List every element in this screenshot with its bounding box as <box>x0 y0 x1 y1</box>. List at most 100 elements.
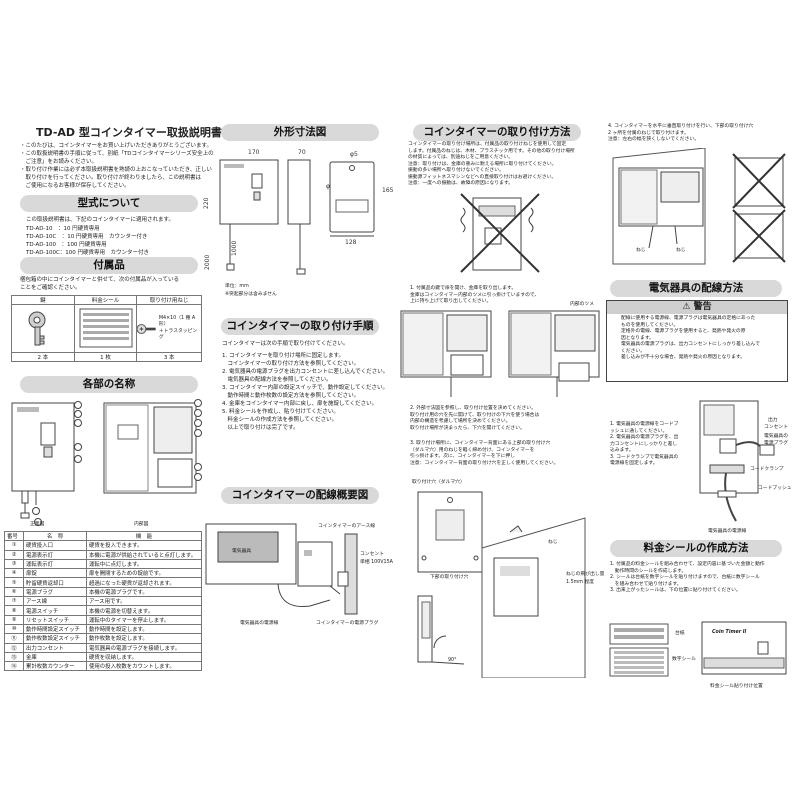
parts-row-function: 硬貨を収納します。 <box>86 651 202 663</box>
warning-box: ⚠ 警告 配線に使用する電源線、電源プラグは電気器具の定格にあったものを使用して… <box>606 300 788 382</box>
screw-gap-label-2: 1.5mm 程度 <box>566 580 595 585</box>
sticker-step-line: を組み合わせて貼り付けます。 <box>610 581 682 587</box>
electric-heading: 電気器具の配線方法 <box>610 280 782 297</box>
parts-row-name: 動作時間設定スイッチ <box>23 623 87 635</box>
mount-step-line: 2. 電気器具の電源プラグを出力コンセントに差し込んでください。 <box>222 369 389 375</box>
parts-col-function: 機 能 <box>86 530 202 542</box>
mounting-step3: 3. 取り付け場所に、コインタイマー背面にある上部の取り付け穴（ダルマ穴）用のね… <box>410 441 558 467</box>
acc-header-screw: 取り付け用ねじ <box>136 295 202 305</box>
parts-row-function: 動作枚数を設定します。 <box>86 633 202 644</box>
wiring-label-power-wire: 電気器具の電源線 <box>240 621 279 626</box>
elec-label-wire: 電気器具の電源線 <box>708 529 747 534</box>
intro-line: ・このたびは、コインタイマーをお買い上げいただきありがとうございます。 <box>20 143 212 149</box>
parts-row-function: 扉を開閉するための錠前です。 <box>86 568 202 579</box>
mounting-step3-line: （ダルマ穴）用のねじを軽く締め付け、コインタイマーを <box>410 447 535 453</box>
warning-line: 電気器具の電源プラグは、出力コンセントにしっかり差し込んで <box>621 342 760 347</box>
parts-row-name: 動作枚数設定スイッチ <box>23 633 87 644</box>
acc-header-key: 鍵 <box>11 295 75 305</box>
warning-line: 因となります。 <box>621 335 654 341</box>
intro-line: 取り付けを行ってください。取り付けが終わりましたら、この説明書は <box>20 175 202 181</box>
parts-row-number: ⑭ <box>4 661 24 672</box>
parts-row-function: 本機の電源プラグです。 <box>86 586 202 598</box>
intro-line: ・取り付け作業には必ず本取扱説明書を熟読の上おこなっていただき、正しい <box>20 167 212 173</box>
back-mount-illustration <box>417 491 586 678</box>
mounting-para-line: コインタイマーの取り付け場所は、付属品の取り付けねじを使用して固定 <box>408 142 567 147</box>
wiring-overview-diagram <box>205 523 358 615</box>
intro-line: ご注意」をお読みください。 <box>20 159 98 165</box>
sticker-steps: 1. 付属品の料金シールを組み合わせて、設定内容に基づいた金額と動作 動作時間の… <box>610 562 765 595</box>
mounting-step3-line: 引っ掛けます。次に、コインタイマーを下に押し <box>410 454 515 459</box>
keyhole-label: 取り付け穴（ダルマ穴） <box>412 480 465 485</box>
step4-line: 4. コインタイマーを水平に垂直取り付けを行い、下部の取り付け穴 <box>608 124 754 129</box>
mount-step-line: 1. コインタイマーを取り付け場所に固定します。 <box>222 353 344 359</box>
accessories-lead2: ことをご確認ください。 <box>20 285 81 291</box>
mount-steps-list: 1. コインタイマーを取り付け場所に固定します。 コインタイマーの取り付け方法を… <box>222 352 388 432</box>
mounting-para-line: します。付属品のねじは、木材、プラスチック用です。その他の取り付け場所 <box>408 148 575 154</box>
mount-step-line: 以上で取り付けは完了です。 <box>222 425 299 431</box>
mounting-step1: 1. 付属品の鍵で扉を開け、金庫を取り出します。金庫はコインタイマー内部のツメに… <box>410 286 539 306</box>
mounting-step3-line: 3. 取り付け場所に、コインタイマー背面にある上部の取り付け穴 <box>410 441 551 446</box>
parts-diagram <box>11 399 202 526</box>
step4-line: 2 ヶ所を付属のねじで取り付けます。 <box>608 130 689 136</box>
parts-row-function: 硬貨を投入できます。 <box>86 540 202 551</box>
price-sticker-icon <box>79 308 133 347</box>
model-line: TD-AD-100C：100 円硬貨専用 カウンター付き <box>26 250 150 256</box>
electric-wiring-illustration <box>699 400 775 522</box>
step4-screw-right: ねじ <box>676 248 686 253</box>
dim-2000: 2000 <box>204 255 211 270</box>
mount-step-line: コインタイマーの取り付け方法を参照してください。 <box>222 361 360 367</box>
screw-icon <box>137 323 157 334</box>
mount-step-line: 料金シールの作成方法を参照してください。 <box>222 417 338 423</box>
mounting-step2-line: 内部の構造を考慮して場所を決めてください。 <box>410 419 511 424</box>
mounting-step3-line: 注意：コインタイマー背面の取り付け穴を正しく使用してください。 <box>410 460 559 466</box>
mount-steps-heading: コインタイマーの取り付け手順 <box>221 318 379 335</box>
elec-label-plug1: 電気器具の <box>764 434 788 439</box>
parts-row-number: ⑦ <box>4 596 24 607</box>
warning-icon: ⚠ <box>682 302 691 312</box>
electric-step-line: 電源線を固定します。 <box>610 461 658 466</box>
screw-spec-1: M4×10（1 種 A 形） <box>158 315 196 328</box>
dimension-heading: 外形寸法図 <box>221 124 379 141</box>
parts-row-name: アース線 <box>23 596 87 607</box>
inner-claw-label: 内部のツメ <box>570 302 594 307</box>
parts-row-name: リセットスイッチ <box>23 614 87 625</box>
parts-row-name: 運転表示灯 <box>23 558 87 570</box>
screw-label: ねじ <box>548 540 558 545</box>
mounting-step2: 2. 外部寸法図を参照し、取り付け位置を決めてください。取り付け用の穴を先に開け… <box>410 406 539 432</box>
acc-count-screw: 3 本 <box>136 352 202 362</box>
electric-step-line: 2. 電気器具の電源プラグを、出 <box>610 435 679 440</box>
parts-row-number: ⑥ <box>4 586 24 598</box>
mounting-para-line: 振動源フィットネスマシンなどへの直接取り付けはお避けください。 <box>408 174 557 180</box>
parts-row-function: 使用の投入枚数をカウントします。 <box>86 661 202 672</box>
elec-label-clamp: コードクランプ <box>750 467 784 472</box>
mounting-step2-line: 2. 外部寸法図を参照し、取り付け位置を決めてください。 <box>410 406 536 411</box>
parts-row-name: 金庫 <box>23 651 87 663</box>
accessories-table: 鍵 料金シール 取り付け用ねじ <box>11 295 202 362</box>
parts-row-function: 動作時間を設定します。 <box>86 623 202 635</box>
inner-view-label: 内部図 <box>134 522 149 527</box>
sticker-step-line: 1. 付属品の料金シールを組み合わせて、設定内容に基づいた金額と動作 <box>610 562 765 567</box>
key-picture <box>11 304 75 353</box>
parts-col-name: 名 称 <box>23 530 87 542</box>
parts-heading: 各部の名称 <box>20 376 198 393</box>
parts-row-function: 本機に電源が供給されていると点灯します。 <box>86 549 202 560</box>
accessories-lead: 梱包箱の中にコインタイマーと併せて、次の付属品が入っている <box>20 277 179 283</box>
warning-line: ください。 <box>621 348 645 354</box>
acc-count-sticker: 1 枚 <box>73 352 138 362</box>
parts-row-name: 硬貨投入口 <box>23 540 87 551</box>
parts-row-number: ⑩ <box>4 623 24 635</box>
mounting-para-line: 注意：一度への振動は、故障の原因になります。 <box>408 181 514 186</box>
open-door-illustration <box>400 310 600 397</box>
sticker-label-position: 料金シール貼り付け位置 <box>710 684 763 689</box>
sticker-picture <box>73 304 138 353</box>
acc-count-key: 2 本 <box>11 352 75 362</box>
mount-step-line: 電気器具の配線方法を参照してください。 <box>222 377 332 383</box>
angle-label: 90° <box>448 658 457 663</box>
model-section-heading: 型式について <box>20 195 198 212</box>
wiring-label-voltage: 単相 100V15A <box>360 560 393 565</box>
